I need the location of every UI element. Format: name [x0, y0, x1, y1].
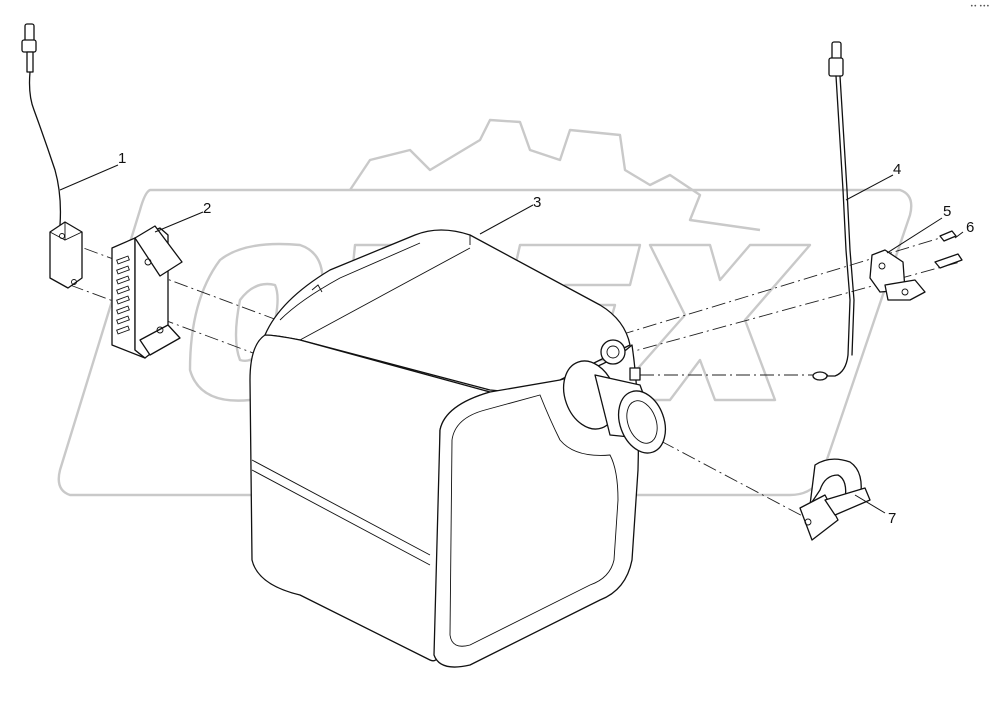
- sensor-connector-end: [26, 51, 34, 73]
- callout-4: 4: [893, 161, 901, 178]
- probe-tube-inner: [839, 75, 855, 356]
- axis-bolt6: [619, 261, 961, 356]
- part-6-bolts: [934, 230, 963, 269]
- tank-clip: [629, 367, 641, 381]
- sensor-screw-hole-bottom: [71, 279, 77, 285]
- valve-hole-2: [901, 288, 909, 296]
- leader-2: [154, 211, 204, 233]
- leader-6: [954, 231, 964, 239]
- part-3-tank: [249, 229, 667, 668]
- part-5-valve: [869, 249, 926, 301]
- callout-leaders: [59, 164, 964, 514]
- bolt-upper: [939, 230, 957, 242]
- callout-2: 2: [203, 200, 211, 217]
- callout-5: 5: [943, 203, 951, 220]
- clamp-hole: [804, 518, 812, 526]
- bolt-lower: [934, 253, 963, 269]
- sensor-connector: [24, 23, 35, 43]
- bracket-hole-2: [144, 258, 152, 266]
- probe-tube: [814, 75, 851, 377]
- leader-7: [854, 494, 886, 514]
- callout-7: 7: [888, 510, 896, 527]
- tank-filler-inner: [626, 400, 658, 444]
- sensor-connector-body: [21, 39, 37, 53]
- clamp-base: [824, 487, 871, 516]
- tank-top-edge: [279, 235, 471, 341]
- axis-tank-to-clamp: [639, 429, 811, 521]
- bracket-tab-bottom: [139, 324, 181, 356]
- probe-tip: [812, 371, 828, 381]
- part-2-bracket: [111, 225, 183, 359]
- valve-outlet: [884, 279, 926, 301]
- leader-5: [886, 217, 943, 254]
- tank-front-panel: [449, 394, 619, 647]
- callout-6: 6: [966, 219, 974, 236]
- part-4-probe: [812, 41, 855, 381]
- watermark-gear-outline: [349, 118, 761, 232]
- callout-labels: 1 2 3 4 5 6 7: [118, 150, 974, 527]
- callout-1: 1: [118, 150, 126, 167]
- part-1-level-sensor: [21, 23, 83, 289]
- valve-hole: [878, 262, 886, 270]
- axis-bolt5: [619, 237, 941, 336]
- sensor-cable: [28, 71, 62, 226]
- leader-3: [479, 204, 534, 235]
- bracket-slots: [116, 255, 130, 335]
- corner-mark: •• •••: [970, 3, 990, 10]
- part-7-clamp: [799, 458, 871, 541]
- callout-3: 3: [533, 194, 541, 211]
- probe-connector-body: [828, 57, 844, 77]
- bracket-hole: [156, 326, 164, 334]
- watermark-plate-outline: [57, 188, 913, 497]
- tank-sensor-port-inner: [606, 345, 620, 359]
- leader-1: [59, 164, 119, 191]
- tank-seam-band: [251, 459, 431, 566]
- sensor-housing: [49, 221, 83, 289]
- axis-bracket-to-tank: [69, 284, 421, 416]
- bracket-tab-top: [134, 225, 183, 277]
- sensor-screw-hole-top: [59, 233, 65, 239]
- tank-sensor-port: [600, 339, 626, 365]
- leader-4: [845, 174, 894, 201]
- tank-filler-opening: [617, 390, 667, 454]
- probe-connector: [831, 41, 842, 61]
- tank-mount-nub: [311, 284, 323, 293]
